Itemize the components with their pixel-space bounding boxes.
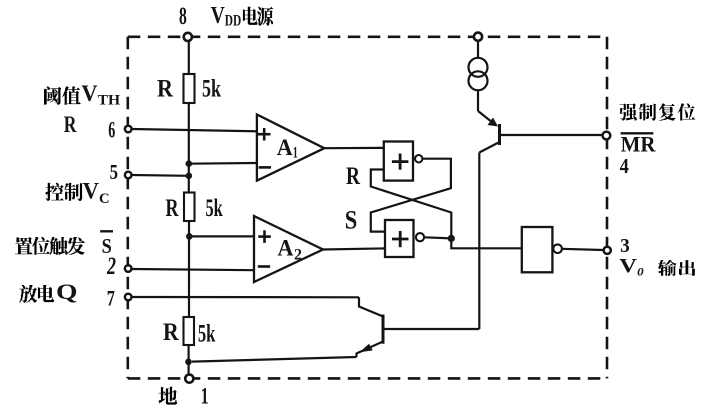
svg-text:S: S <box>345 206 358 235</box>
svg-text:V: V <box>83 179 99 205</box>
svg-text:0: 0 <box>637 264 644 278</box>
svg-text:V: V <box>619 255 637 277</box>
svg-text:C: C <box>99 191 110 207</box>
svg-text:TH: TH <box>98 93 121 109</box>
svg-text:5k: 5k <box>198 321 216 348</box>
svg-text:S: S <box>102 234 112 258</box>
svg-text:Q: Q <box>56 279 78 304</box>
svg-text:R: R <box>64 112 77 138</box>
svg-text:R: R <box>157 75 174 102</box>
svg-text:MR: MR <box>621 132 657 157</box>
svg-text:4: 4 <box>620 154 629 178</box>
svg-text:6: 6 <box>108 118 115 143</box>
svg-text:1: 1 <box>201 384 209 410</box>
svg-text:DD: DD <box>225 12 242 29</box>
svg-text:3: 3 <box>620 235 630 257</box>
svg-text:2: 2 <box>294 247 302 264</box>
svg-text:V: V <box>211 2 225 29</box>
svg-text:7: 7 <box>107 285 115 310</box>
svg-text:1: 1 <box>293 145 298 162</box>
svg-text:8: 8 <box>179 3 187 30</box>
svg-text:5k: 5k <box>206 195 223 222</box>
svg-text:5k: 5k <box>202 76 221 103</box>
svg-text:5: 5 <box>110 160 118 184</box>
svg-text:R: R <box>346 163 361 190</box>
svg-text:A: A <box>278 236 294 262</box>
svg-text:R: R <box>163 319 180 346</box>
svg-text:A: A <box>277 135 293 161</box>
svg-text:R: R <box>166 195 180 222</box>
svg-text:2: 2 <box>106 251 116 280</box>
svg-text:V: V <box>81 81 97 107</box>
